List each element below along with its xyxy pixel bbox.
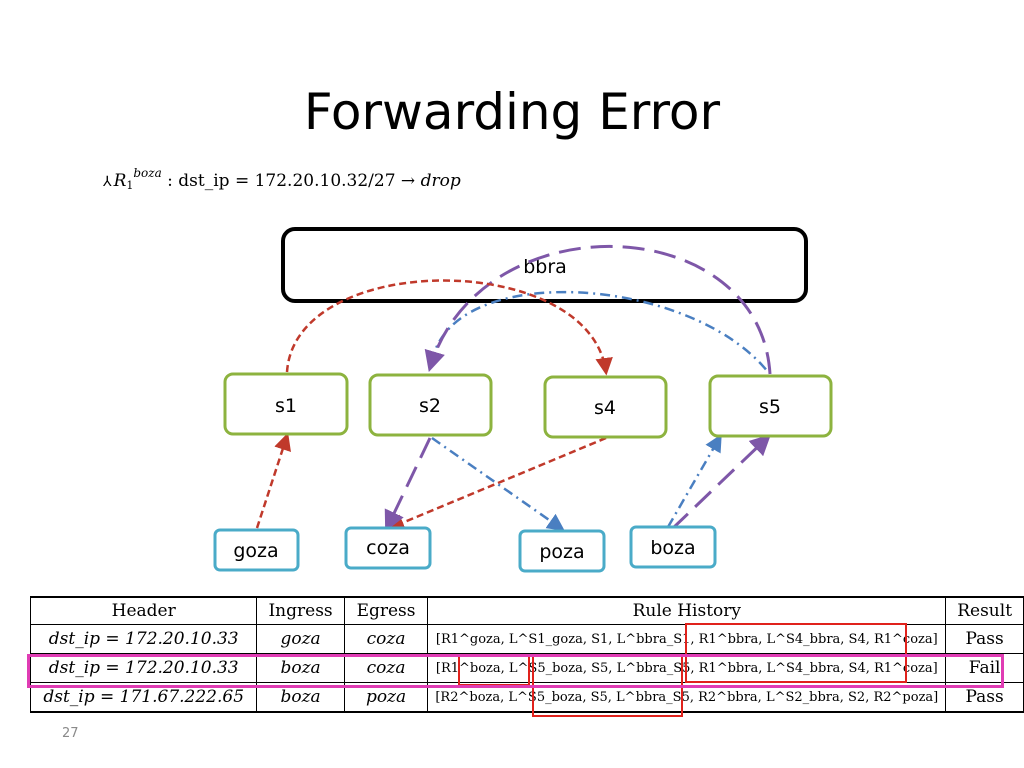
row-result: Pass [945,624,1024,654]
row-header: dst_ip = 171.67.222.65 [29,682,258,713]
table-header-row: Header Ingress Egress Rule History Resul… [29,596,1024,625]
host-coza: coza [344,526,432,570]
rule-name: R [113,171,127,191]
switch-label: s1 [275,395,297,417]
rule-action: drop [420,171,461,191]
row-egress: coza [343,624,429,654]
red-path-goza-s1 [255,432,291,529]
rule-definition: ⅄R1boza : dst_ip = 172.20.10.32/27 → dro… [103,166,461,192]
switch-s2: s2 [368,373,493,437]
red-path-s4-coza [386,436,607,531]
switch-s1: s1 [223,372,349,436]
row-history: [R1^boza, L^S5_boza, S5, L^bbra_S5, R1^b… [427,653,947,683]
host-label: poza [539,541,584,563]
row-header: dst_ip = 172.20.10.33 [29,653,258,683]
row-ingress: goza [256,624,345,654]
blue-path-s2-s5 [430,290,769,373]
core-router-label: bbra [523,256,567,278]
row-ingress: boza [256,653,345,683]
col-ingress: Ingress [256,596,345,625]
row-ingress: boza [256,682,345,713]
row-header: dst_ip = 172.20.10.33 [29,624,258,654]
core-router-bbra: bbra [281,227,808,303]
switch-label: s4 [594,397,616,419]
row-egress: poza [343,682,429,713]
host-goza: goza [213,528,300,572]
rule-subscript: 1 [126,179,134,192]
bullet-icon: ⅄ [103,174,112,190]
page-number: 27 [62,726,79,741]
red-path-s1-s4 [285,279,613,376]
host-label: goza [233,540,278,562]
row-egress: coza [343,653,429,683]
blue-path-boza-s5 [666,433,722,528]
row-history: [R1^goza, L^S1_goza, S1, L^bbra_S1, R1^b… [427,624,947,654]
switch-label: s5 [759,396,781,418]
col-egress: Egress [343,596,429,625]
table-row: dst_ip = 171.67.222.65 boza poza [R2^boz… [29,682,1024,713]
purple-path-s2-coza [384,437,432,532]
topology-diagram: bbra s1 s2 s4 s5 goza coza poza [213,227,833,573]
row-result: Pass [945,682,1024,713]
col-result: Result [945,596,1024,625]
col-header: Header [29,596,258,625]
host-poza: poza [518,529,606,573]
slide-title: Forwarding Error [303,83,721,141]
switch-label: s2 [419,395,441,417]
rule-history-table: Header Ingress Egress Rule History Resul… [29,596,1024,713]
purple-path-boza-s5 [670,434,772,531]
host-boza: boza [629,525,717,569]
rule-superscript: boza [133,166,162,180]
switch-s5: s5 [708,374,833,438]
table-row: dst_ip = 172.20.10.33 goza coza [R1^goza… [29,624,1024,654]
switch-s4: s4 [543,375,668,439]
host-label: coza [366,537,410,559]
table-row: dst_ip = 172.20.10.33 boza coza [R1^boza… [29,653,1024,683]
row-result: Fail [945,653,1024,683]
purple-path-s5-s2 [424,244,772,375]
rule-match: : dst_ip = 172.20.10.32/27 → [167,171,421,191]
host-label: boza [650,537,695,559]
row-history: [R2^boza, L^S5_boza, S5, L^bbra_S5, R2^b… [427,682,947,713]
col-rule-history: Rule History [427,596,947,625]
blue-path-s2-poza [431,436,565,532]
